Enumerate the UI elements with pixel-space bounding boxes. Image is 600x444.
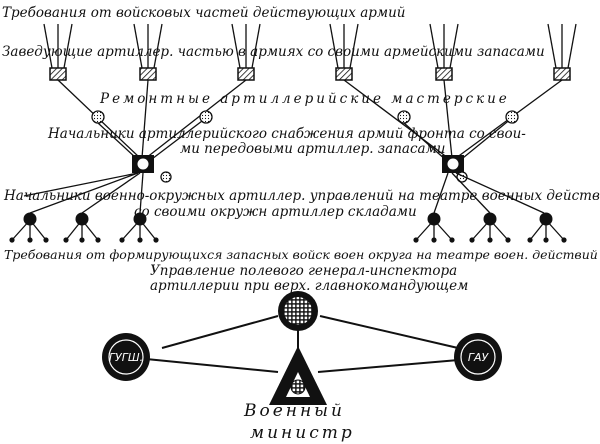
hatched-square-icon	[435, 67, 453, 81]
district-heads-label-line2: со своими окружн артиллер складами	[134, 204, 417, 220]
district-depot-2	[63, 212, 101, 243]
black-circle-icon	[427, 212, 441, 226]
hatched-square-icon	[335, 67, 353, 81]
black-circle-icon	[133, 212, 147, 226]
minister-label-line2: министр	[250, 423, 355, 443]
front-supply-label-line1: Начальники артиллерийского снабжения арм…	[47, 126, 526, 142]
requirements-reserve-label: Требования от формирующихся запасных вой…	[4, 247, 598, 262]
dotted-circle-icon	[397, 110, 411, 124]
army-depot-group-1	[43, 23, 73, 81]
black-circle-icon	[539, 212, 553, 226]
army-depot-group-2	[133, 23, 163, 81]
dotted-circle-icon	[505, 110, 519, 124]
hatched-square-icon	[553, 67, 571, 81]
minister-label-line1: Военный	[243, 401, 345, 421]
hub-to-district-lines	[23, 172, 545, 214]
front-hub-right	[442, 155, 464, 173]
district-depot-4	[413, 212, 455, 243]
dotted-circle-icon	[91, 110, 105, 124]
repair-shops-label: Ремонтные артиллерийские мастерские	[99, 91, 510, 107]
army-depot-group-6	[547, 23, 577, 81]
inspector-label-line1: Управление полевого генерал-инспектора	[150, 263, 457, 279]
district-depot-5	[469, 212, 511, 243]
district-depot-6	[527, 212, 567, 243]
dotted-circle-icon	[160, 171, 172, 183]
black-circle-icon	[75, 212, 89, 226]
inspector-label-line2: артиллерии при верх. главнокомандующем	[150, 278, 468, 294]
district-depot-1	[9, 212, 49, 243]
minister-node	[269, 346, 327, 405]
hatched-square-icon	[49, 67, 67, 81]
gugsh-label: ГУГШ.	[109, 351, 143, 364]
black-circle-icon	[23, 212, 37, 226]
artillery-heads-label: Заведующие артиллер. частью в армиях со …	[2, 44, 545, 60]
hatched-circle-icon	[284, 297, 312, 325]
hatched-square-icon	[237, 67, 255, 81]
district-depot-3	[119, 212, 159, 243]
front-supply-label-line2: ми передовыми артиллер. запасами	[180, 141, 445, 157]
army-depot-group-5	[429, 23, 459, 81]
dotted-circle-icon	[199, 110, 213, 124]
requirements-top-label: Требования от войсковых частей действующ…	[2, 5, 405, 21]
district-heads-label-line1: Начальники военно-окружных артиллер. упр…	[3, 188, 600, 204]
gau-node: ГАУ	[454, 333, 502, 381]
gugsh-node: ГУГШ.	[102, 333, 150, 381]
front-hub-left	[132, 155, 154, 173]
army-depot-group-4	[329, 23, 359, 81]
black-circle-icon	[483, 212, 497, 226]
gau-label: ГАУ	[468, 351, 490, 364]
inspector-node	[278, 291, 318, 331]
hatched-square-icon	[139, 67, 157, 81]
